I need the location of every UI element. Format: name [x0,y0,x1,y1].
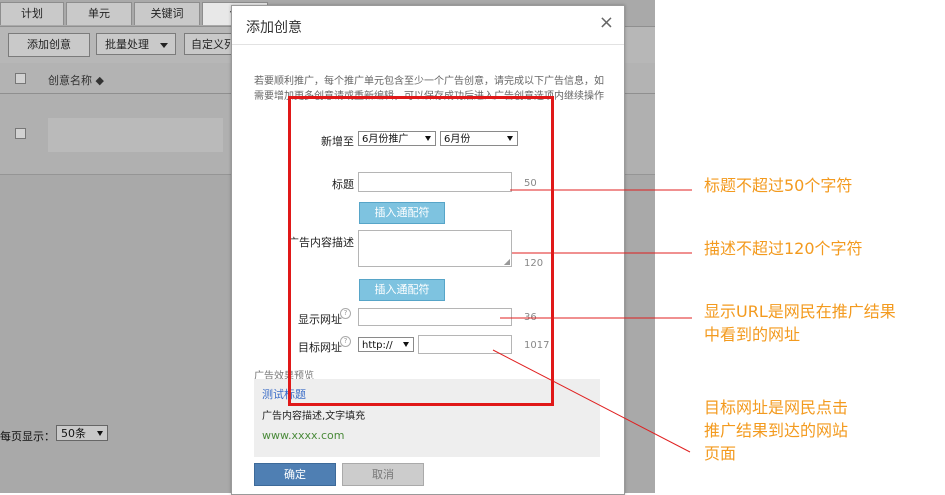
unit-select-value: 6月份 [444,134,471,145]
tab-unit[interactable]: 单元 [66,2,132,25]
confirm-button[interactable]: 确定 [254,463,336,486]
chevron-down-icon [403,342,409,347]
select-all-checkbox[interactable] [15,73,26,84]
target-url-note: 目标网址是网民点击 推广结果到达的网站 页面 [704,396,848,465]
target-url-note-line-2: 推广结果到达的网站 [704,421,849,440]
add-creative-button[interactable]: 添加创意 [8,33,90,57]
target-url-note-line [492,349,691,453]
page-size-label: 每页显示： [0,430,55,443]
title-char-limit: 50 [524,178,537,189]
add-to-label: 新增至 [321,135,354,148]
tab-keyword[interactable]: 关键词 [134,2,200,25]
dialog-title: 添加创意 [246,20,302,36]
title-note: 标题不超过50个字符 [704,176,853,195]
custom-columns-button[interactable]: 自定义列 [184,33,244,55]
target-url-note-line-1: 目标网址是网民点击 [704,398,849,417]
cancel-button[interactable]: 取消 [342,463,424,486]
page-size-value: 50条 [61,427,86,440]
chevron-down-icon [507,136,513,141]
title-label: 标题 [332,178,354,191]
protocol-select[interactable]: http:// [358,337,414,352]
target-url-label: 目标网址 [298,341,342,354]
chevron-down-icon [160,43,168,48]
preview-description: 广告内容描述,文字填充 [262,411,366,422]
tab-plan[interactable]: 计划 [0,2,64,25]
insert-wildcard-button-1[interactable]: 插入通配符 [359,202,445,224]
preview-title: 测试标题 [262,388,306,401]
campaign-select-value: 6月份推广 [362,134,409,145]
creative-name-column[interactable]: 创意名称 ◆ [48,74,104,87]
display-url-note-line-2: 中看到的网址 [704,325,801,344]
dialog-header: 添加创意 × [232,6,624,45]
help-icon[interactable]: ? [340,336,351,347]
target-url-note-line-3: 页面 [704,444,737,463]
blurred-row-content [48,118,223,152]
display-url-input[interactable] [358,308,512,326]
unit-select[interactable]: 6月份 [440,131,518,146]
chevron-down-icon [425,136,431,141]
page-size-select[interactable]: 50条 [56,425,108,441]
description-label: 广告内容描述 [288,236,354,249]
insert-wildcard-button-2[interactable]: 插入通配符 [359,279,445,301]
close-icon[interactable]: × [598,12,614,33]
row-checkbox[interactable] [15,128,26,139]
target-url-char-limit: 1017 [524,340,550,351]
preview-label: 广告效果预览 [254,371,314,382]
display-url-note: 显示URL是网民在推广结果 中看到的网址 [704,300,896,346]
batch-process-button[interactable]: 批量处理 [96,33,176,55]
batch-process-label: 批量处理 [105,38,149,51]
resize-handle-icon[interactable]: ◢ [503,257,510,266]
protocol-select-value: http:// [362,340,393,351]
preview-url: www.xxxx.com [262,429,345,442]
campaign-select[interactable]: 6月份推广 [358,131,436,146]
target-url-input[interactable] [418,335,512,354]
description-note: 描述不超过120个字符 [704,239,863,258]
help-icon[interactable]: ? [340,308,351,319]
description-char-limit: 120 [524,258,544,269]
display-url-label: 显示网址 [298,313,342,326]
chevron-down-icon [97,431,103,436]
display-url-note-line-1: 显示URL是网民在推广结果 [704,302,896,321]
ad-preview: 测试标题 广告内容描述,文字填充 www.xxxx.com [254,379,600,457]
description-textarea[interactable]: ◢ [358,230,512,267]
title-input[interactable] [358,172,512,192]
